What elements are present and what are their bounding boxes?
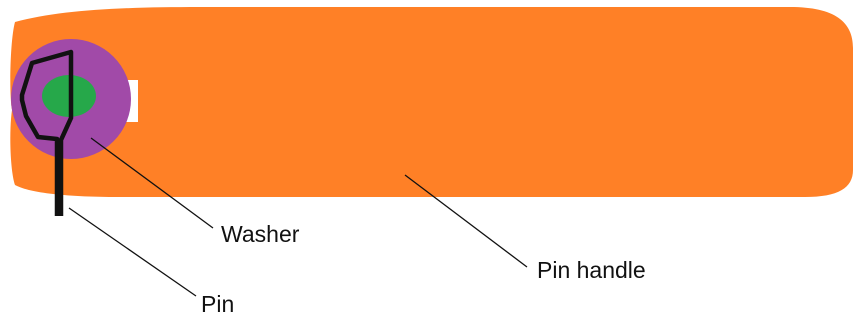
- washer-leader-line: [90, 137, 214, 229]
- pin-leader-line: [68, 207, 197, 297]
- pin-label: Pin: [201, 291, 234, 317]
- washer-label: Washer: [221, 221, 300, 247]
- pin-handle-shape: [10, 7, 853, 197]
- pin-handle-label: Pin handle: [537, 257, 646, 283]
- pin-handle-leader-line: [404, 174, 528, 268]
- pin-shape: [19, 49, 74, 216]
